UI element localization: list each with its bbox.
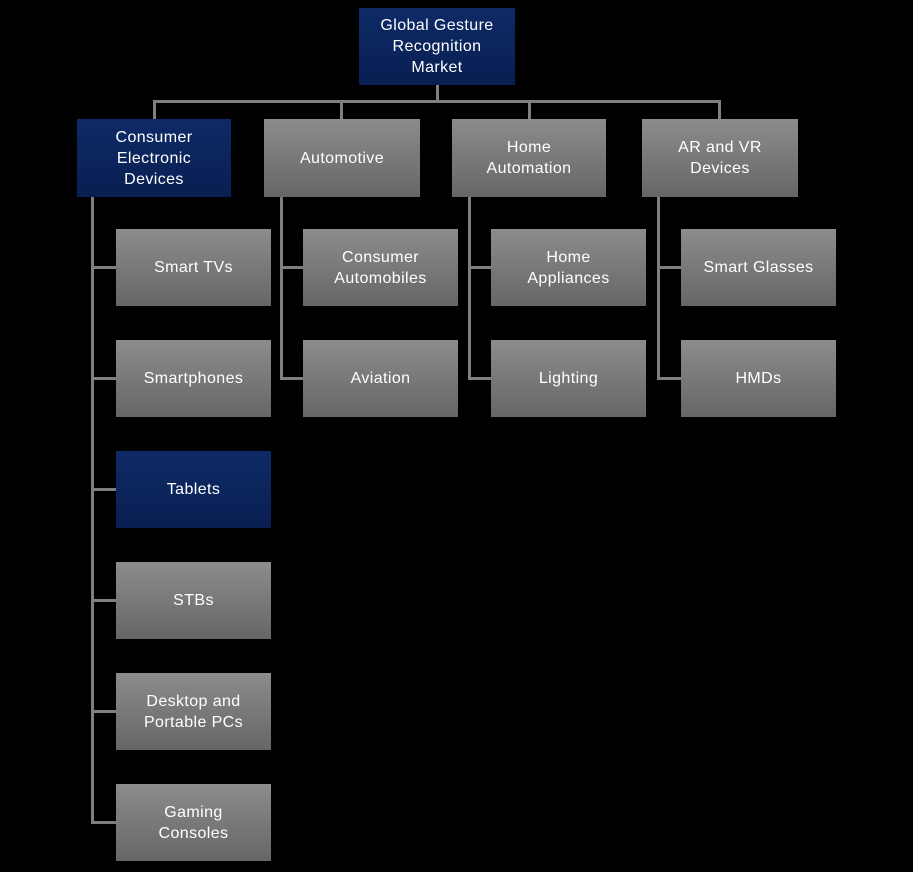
node-hmds: HMDs	[681, 340, 836, 417]
node-home-automation: Home Automation	[452, 119, 606, 197]
connector-line	[280, 377, 303, 380]
connector-line	[91, 197, 94, 824]
connector-line	[153, 100, 721, 103]
connector-line	[468, 197, 471, 380]
connector-line	[91, 710, 116, 713]
node-consumer-automobiles: Consumer Automobiles	[303, 229, 458, 306]
node-global-gesture-recognition-market: Global Gesture Recognition Market	[359, 8, 515, 85]
connector-line	[91, 266, 116, 269]
connector-line	[91, 488, 116, 491]
connector-line	[153, 103, 156, 119]
node-ar-and-vr-devices: AR and VR Devices	[642, 119, 798, 197]
connector-line	[718, 103, 721, 119]
connector-line	[657, 266, 681, 269]
node-aviation: Aviation	[303, 340, 458, 417]
connector-line	[280, 266, 303, 269]
node-tablets: Tablets	[116, 451, 271, 528]
connector-line	[657, 377, 681, 380]
node-desktop-and-portable-pcs: Desktop and Portable PCs	[116, 673, 271, 750]
node-smartphones: Smartphones	[116, 340, 271, 417]
node-smart-glasses: Smart Glasses	[681, 229, 836, 306]
node-automotive: Automotive	[264, 119, 420, 197]
connector-line	[468, 377, 491, 380]
connector-line	[528, 103, 531, 119]
connector-line	[91, 599, 116, 602]
connector-line	[280, 197, 283, 380]
connector-line	[436, 85, 439, 101]
node-lighting: Lighting	[491, 340, 646, 417]
connector-line	[468, 266, 491, 269]
connector-line	[340, 103, 343, 119]
node-stbs: STBs	[116, 562, 271, 639]
connector-line	[91, 377, 116, 380]
connector-line	[657, 197, 660, 380]
node-home-appliances: Home Appliances	[491, 229, 646, 306]
connector-line	[91, 821, 116, 824]
node-gaming-consoles: Gaming Consoles	[116, 784, 271, 861]
node-consumer-electronic-devices: Consumer Electronic Devices	[77, 119, 231, 197]
node-smart-tvs: Smart TVs	[116, 229, 271, 306]
